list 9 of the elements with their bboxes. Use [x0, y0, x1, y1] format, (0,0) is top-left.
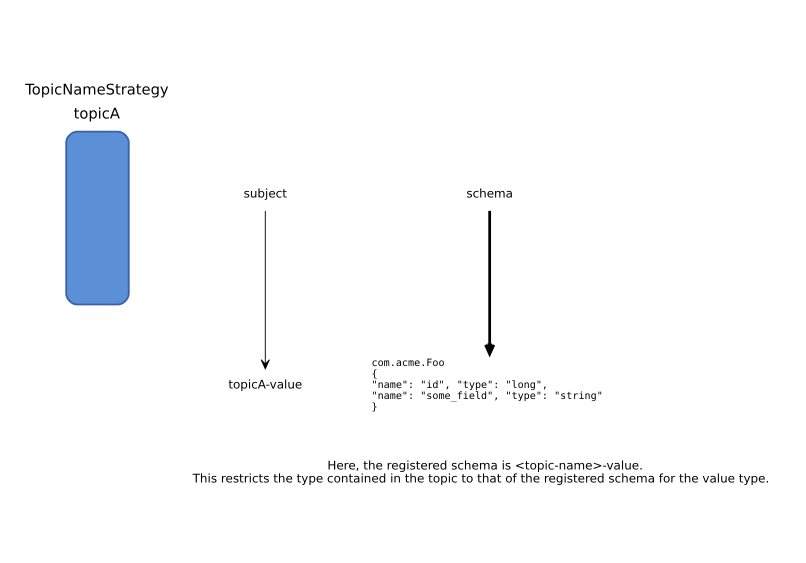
node-label: topicA — [74, 106, 120, 123]
node-text: schema — [466, 186, 513, 200]
arrow — [484, 210, 496, 356]
node-text: topicA-value — [228, 378, 302, 392]
node-text: subject — [244, 186, 287, 200]
node-label: TopicNameStrategy — [25, 82, 169, 99]
label: Here, the registered schema is <topic-name>-value. This restricts the type contained in the topic to that of the registered schema for the value type. — [192, 458, 770, 486]
node-text: com.acme.Foo { "name": "id", "type": "long", "name": "some_field", "type": "string" } — [372, 358, 603, 414]
arrow — [260, 210, 270, 370]
